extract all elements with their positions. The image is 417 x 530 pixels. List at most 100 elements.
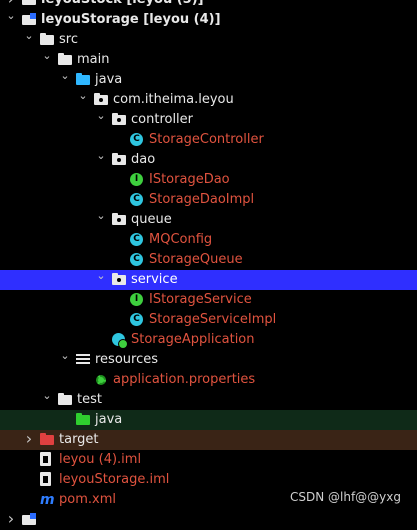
tree-row[interactable]: ⌄ test — [0, 390, 417, 410]
source-folder-icon — [76, 72, 90, 86]
tree-row-label: queue — [131, 212, 172, 227]
excluded-folder-icon — [40, 432, 54, 446]
spring-boot-class-icon — [112, 333, 128, 349]
tree-row[interactable]: C StorageController — [0, 130, 417, 150]
chevron-right-icon[interactable]: › — [7, 509, 15, 528]
tree-row[interactable]: application.properties — [0, 370, 417, 390]
tree-row[interactable]: m pom.xml — [0, 490, 417, 510]
tree-row-label: leyouStorage [leyou (4)] — [41, 12, 221, 27]
package-dot — [99, 98, 103, 102]
tree-row-label: pom.xml — [59, 492, 116, 507]
tree-row[interactable]: C StorageDaoImpl — [0, 190, 417, 210]
tree-row-label: StorageController — [149, 132, 264, 147]
tree-row[interactable]: ⌄ leyouStorage [leyou (4)] — [0, 10, 417, 30]
interface-icon: I — [130, 173, 143, 186]
tree-row[interactable]: I IStorageDao — [0, 170, 417, 190]
properties-file-icon — [94, 373, 108, 387]
tree-row[interactable]: ⌄ queue — [0, 210, 417, 230]
package-dot — [117, 158, 121, 162]
module-icon — [22, 513, 36, 525]
tree-row[interactable]: ⌄ service — [0, 270, 417, 290]
watermark: CSDN @lhf@@yxg — [289, 490, 401, 504]
package-icon — [112, 212, 126, 226]
tree-row[interactable]: leyouStorage.iml — [0, 470, 417, 490]
package-dot — [117, 218, 121, 222]
tree-row-label: StorageServiceImpl — [149, 312, 277, 327]
chevron-down-icon[interactable]: ⌄ — [24, 29, 34, 42]
tree-row[interactable]: ⌄ dao — [0, 150, 417, 170]
tree-row[interactable]: I IStorageService — [0, 290, 417, 310]
chevron-down-icon[interactable]: ⌄ — [96, 149, 106, 162]
test-source-folder-icon — [76, 412, 90, 426]
chevron-right-icon[interactable]: › — [25, 429, 33, 448]
tree-row[interactable]: ⌄java — [0, 70, 417, 90]
package-dot — [117, 278, 121, 282]
tree-row-label: controller — [131, 112, 194, 127]
chevron-down-icon[interactable]: ⌄ — [96, 109, 106, 122]
tree-row-label: java — [95, 412, 123, 427]
chevron-down-icon[interactable]: ⌄ — [78, 89, 88, 102]
tree-row-label: service — [131, 272, 178, 287]
tree-row[interactable]: › — [0, 510, 417, 530]
tree-row[interactable]: java — [0, 410, 417, 430]
interface-icon: I — [130, 293, 143, 306]
tree-row-label: IStorageService — [149, 292, 252, 307]
tree-row-label: resources — [95, 352, 159, 367]
tree-row-label: leyouStock [leyou (5)] — [41, 0, 204, 10]
tree-row-label: IStorageDao — [149, 172, 230, 187]
folder-icon — [40, 32, 54, 46]
tree-row[interactable]: ⌄ main — [0, 50, 417, 70]
tree-row[interactable]: C MQConfig — [0, 230, 417, 250]
class-icon: C — [130, 313, 143, 326]
chevron-down-icon[interactable]: ⌄ — [42, 49, 52, 62]
tree-row-label: leyouStorage.iml — [59, 472, 170, 487]
tree-row-label: target — [59, 432, 99, 447]
tree-row[interactable]: StorageApplication — [0, 330, 417, 350]
tree-row-label: StorageQueue — [149, 252, 243, 267]
tree-row[interactable]: C StorageQueue — [0, 250, 417, 270]
chevron-down-icon[interactable]: ⌄ — [96, 209, 106, 222]
chevron-down-icon[interactable]: ⌄ — [60, 69, 70, 82]
tree-row-label: MQConfig — [149, 232, 213, 247]
tree-row-label: StorageDaoImpl — [149, 192, 255, 207]
tree-row[interactable]: leyou (4).iml — [0, 450, 417, 470]
module-icon — [22, 13, 36, 25]
tree-row-label: dao — [131, 152, 156, 167]
tree-row[interactable]: ⌄ controller — [0, 110, 417, 130]
iml-file-icon — [40, 452, 51, 466]
folder-icon — [58, 52, 72, 66]
package-icon — [94, 92, 108, 106]
tree-row[interactable]: ⌄ com.itheima.leyou — [0, 90, 417, 110]
class-icon: C — [130, 233, 143, 246]
tree-row[interactable]: ⌄ src — [0, 30, 417, 50]
package-dot — [117, 118, 121, 122]
module-icon — [22, 0, 36, 5]
class-icon: C — [130, 133, 143, 146]
class-icon: C — [130, 193, 143, 206]
chevron-down-icon[interactable]: ⌄ — [6, 9, 16, 22]
tree-row[interactable]: › target — [0, 430, 417, 450]
tree-row[interactable]: › leyouStock [leyou (5)] — [0, 0, 417, 10]
tree-row-label: com.itheima.leyou — [113, 92, 234, 107]
folder-icon — [58, 392, 72, 406]
package-icon — [112, 272, 126, 286]
chevron-right-icon[interactable]: › — [4, 0, 18, 10]
chevron-down-icon[interactable]: ⌄ — [42, 389, 52, 402]
tree-row-label: test — [77, 392, 102, 407]
package-icon — [112, 152, 126, 166]
iml-file-icon — [40, 472, 51, 486]
chevron-down-icon[interactable]: ⌄ — [60, 349, 70, 362]
maven-icon: m — [40, 492, 55, 508]
tree-row[interactable]: ⌄ resources — [0, 350, 417, 370]
chevron-down-icon[interactable]: ⌄ — [96, 269, 106, 282]
tree-row-label: main — [77, 52, 110, 67]
resources-folder-icon — [76, 353, 90, 366]
tree-row-label: src — [59, 32, 78, 47]
tree-row-label: leyou (4).iml — [59, 452, 142, 467]
tree-row-label: application.properties — [113, 372, 256, 387]
tree-row[interactable]: C StorageServiceImpl — [0, 310, 417, 330]
package-icon — [112, 112, 126, 126]
tree-row-label: StorageApplication — [131, 332, 255, 347]
class-icon: C — [130, 253, 143, 266]
